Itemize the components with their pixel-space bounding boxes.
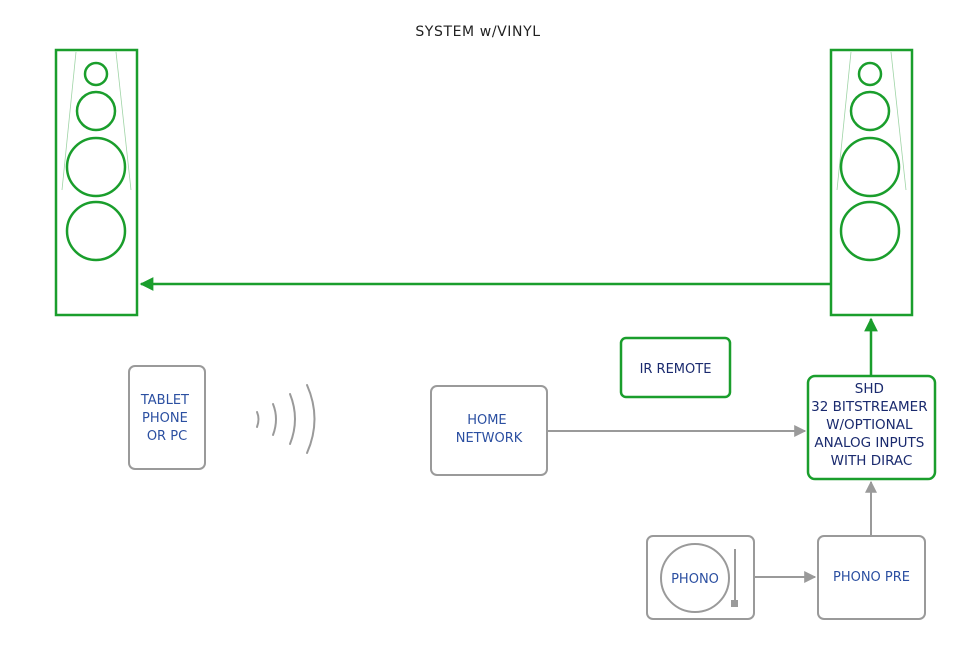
home-network-label: HOME NETWORK <box>456 413 523 446</box>
left-speaker <box>54 48 139 317</box>
wifi-signal-icon <box>256 384 316 454</box>
phono-pre-node: PHONO PRE <box>817 535 926 620</box>
shd-node: SHD 32 BITSTREAMER W/OPTIONAL ANALOG INP… <box>806 374 937 481</box>
tablet-label: TABLET PHONE OR PC <box>140 393 193 444</box>
shd-label: SHD 32 BITSTREAMER W/OPTIONAL ANALOG INP… <box>811 381 932 469</box>
ir-remote-node: IR REMOTE <box>619 336 732 399</box>
ir-remote-label: IR REMOTE <box>640 362 712 377</box>
diagram-title: SYSTEM w/VINYL <box>415 24 540 40</box>
turntable-label: PHONO <box>671 572 719 587</box>
home-network-node: HOME NETWORK <box>430 385 548 476</box>
turntable-node: PHONO <box>646 535 755 620</box>
tonearm-head <box>731 600 738 607</box>
turntable-icon <box>660 543 730 613</box>
right-speaker <box>829 48 914 317</box>
phono-pre-label: PHONO PRE <box>833 570 910 585</box>
tablet-node: TABLET PHONE OR PC <box>128 365 206 470</box>
